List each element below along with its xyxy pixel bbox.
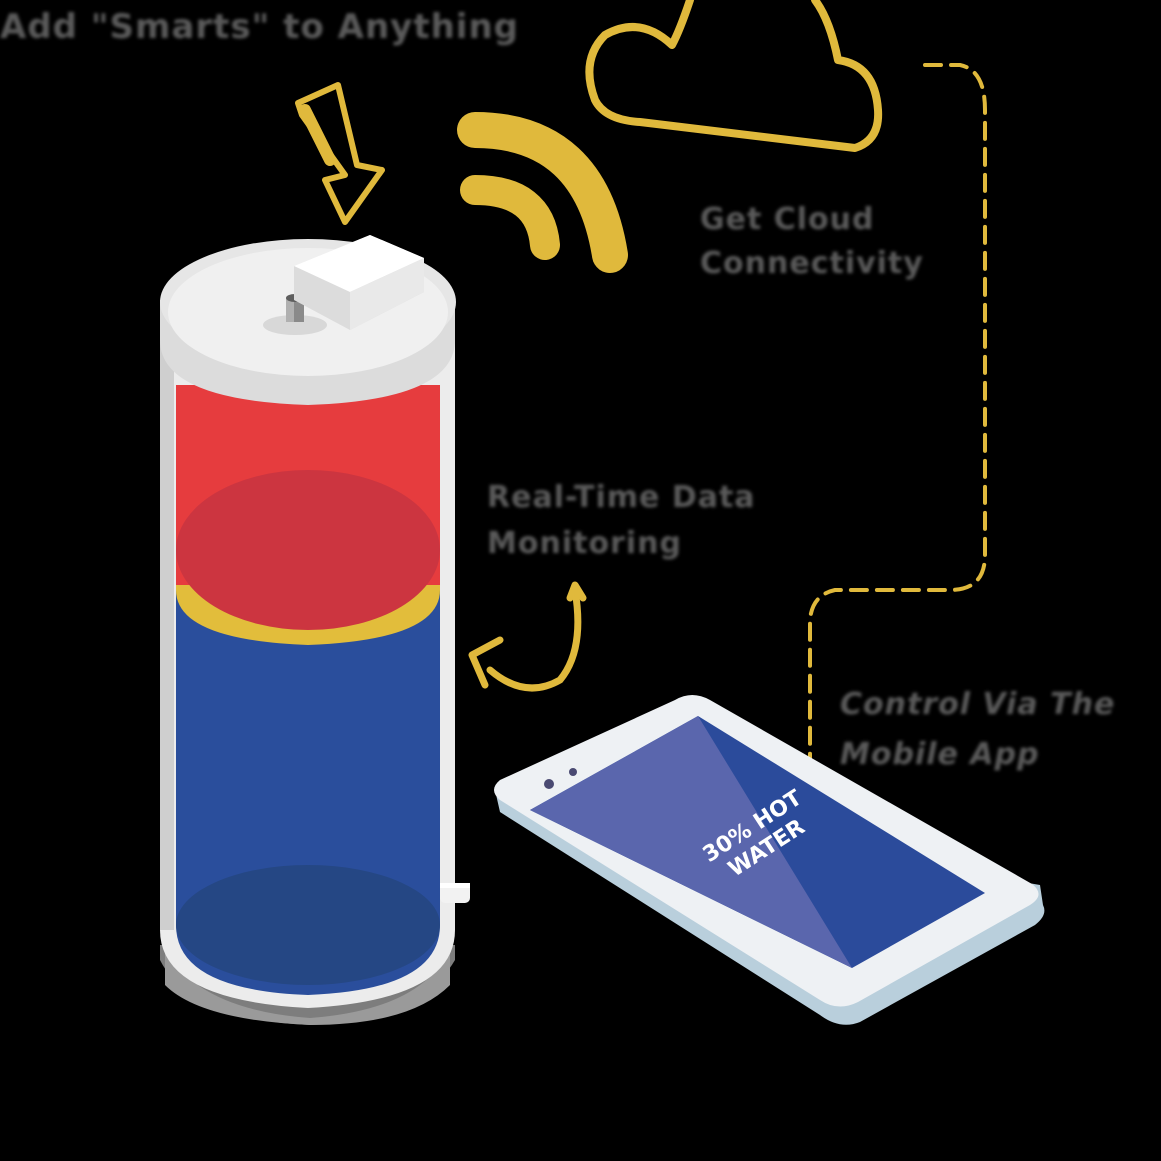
water-tank bbox=[160, 235, 470, 1025]
cloud-caption-line1: Get Cloud bbox=[700, 202, 875, 237]
app-caption-line2: Mobile App bbox=[840, 737, 1040, 772]
down-arrow-icon bbox=[295, 82, 385, 225]
tank-caption: Real-Time Data Monitoring bbox=[487, 475, 756, 567]
smartphone bbox=[494, 695, 1045, 1025]
cloud-caption-line2: Connectivity bbox=[700, 246, 924, 281]
tank-caption-line2: Monitoring bbox=[487, 526, 682, 561]
cloud-caption: Get Cloud Connectivity bbox=[700, 198, 924, 286]
app-caption: Control Via The Mobile App bbox=[840, 680, 1115, 780]
cloud-icon bbox=[585, 0, 883, 152]
tank-caption-line1: Real-Time Data bbox=[487, 480, 756, 515]
wifi-icon bbox=[457, 112, 628, 273]
top-caption: Add "Smarts" to Anything bbox=[0, 7, 519, 47]
curved-arrow-icon bbox=[468, 586, 582, 692]
app-caption-line1: Control Via The bbox=[840, 687, 1116, 722]
dashed-connector bbox=[808, 63, 987, 777]
